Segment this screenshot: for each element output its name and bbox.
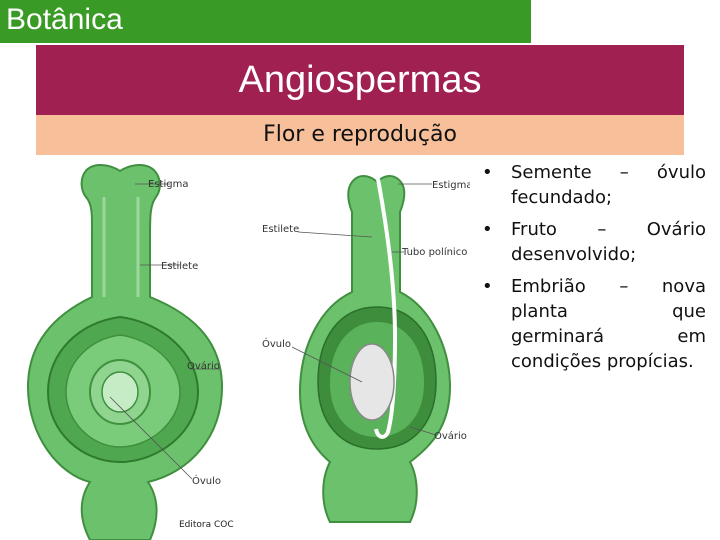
left-label-style: Estilete: [161, 261, 198, 272]
bullet-item: • Embrião – nova planta que germinará em …: [480, 274, 706, 374]
section-header-bar: Botânica: [0, 0, 531, 43]
left-label-ovule: Óvulo: [192, 474, 221, 487]
title-band: Angiospermas: [36, 45, 684, 115]
right-label-ovary: Ovário: [434, 430, 467, 442]
bullet-text: Semente – óvulo fecundado;: [511, 162, 706, 208]
leader-line: [291, 346, 363, 383]
right-pistil-drawing: [298, 174, 452, 523]
leader-line: [409, 426, 437, 436]
left-label-ovary: Ovário: [187, 360, 220, 372]
bullet-text: Embrião – nova planta que germinará em c…: [511, 276, 706, 372]
leader-line: [109, 396, 193, 480]
bullet-list: • Semente – óvulo fecundado; • Fruto – Ová…: [480, 160, 706, 381]
right-label-ovule: Óvulo: [262, 337, 291, 350]
leader-line: [297, 231, 373, 238]
slide-title: Angiospermas: [238, 59, 482, 101]
left-label-stigma: Estigma: [148, 179, 188, 190]
slide-subtitle: Flor e reprodução: [263, 122, 457, 147]
image-credit: Editora COC: [179, 520, 234, 530]
right-label-style: Estilete: [262, 224, 299, 235]
pistil-illustration: Estigma Estilete Ovário Óvulo Estigma Es…: [26, 163, 470, 540]
bullet-item: • Semente – óvulo fecundado;: [480, 160, 706, 210]
bullet-text: Fruto – Ovário desenvolvido;: [511, 219, 706, 265]
bullet-marker: •: [482, 276, 493, 297]
right-label-pollen-tube: Tubo polínico: [401, 246, 467, 258]
bullet-item: • Fruto – Ovário desenvolvido;: [480, 217, 706, 267]
subtitle-band: Flor e reprodução: [36, 115, 684, 155]
right-label-stigma: Estigma: [432, 180, 470, 191]
section-title: Botânica: [6, 3, 123, 36]
bullet-marker: •: [482, 162, 493, 183]
left-pistil-drawing: [26, 163, 224, 540]
bullet-marker: •: [482, 219, 493, 240]
